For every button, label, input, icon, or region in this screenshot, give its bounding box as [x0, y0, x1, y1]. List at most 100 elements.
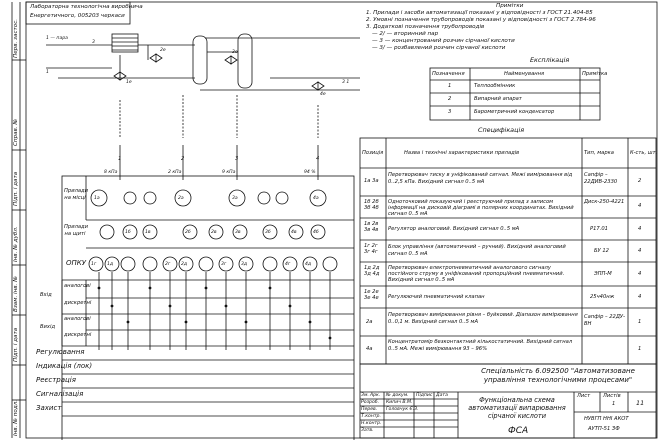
explication-r1c0: 2	[448, 96, 452, 102]
spec-r3-pos: 1г 2г 3г 4г	[364, 243, 378, 255]
spec-r5-type: 25ч40нж	[590, 294, 615, 300]
explication-title: Експлікація	[530, 56, 570, 64]
spec-r5-qty: 4	[638, 294, 642, 300]
tb-name-0: Кипич В.М.	[386, 400, 413, 405]
title-sheet-value: 1	[612, 401, 616, 407]
side-stamp-4: Взам. інв. №	[13, 276, 19, 312]
note-1: 1. Прилади і засоби автоматизації показа…	[366, 10, 593, 16]
note-3: 3. Додаткові позначення трубопроводів	[366, 24, 485, 30]
loop-value-1: 8 кПа	[104, 170, 118, 175]
opku-4g: 4г	[285, 262, 291, 267]
spec-r6-type: Сапфір – 22ДУ-ВН	[584, 314, 625, 327]
spec-h3: К-сть, шт.	[630, 150, 658, 156]
spec-r1-type: Диск-250-4221	[584, 199, 625, 205]
side-stamp-0: Перв. застос.	[13, 18, 19, 58]
side-stamp-2: Підп. і дата	[13, 171, 19, 206]
explication-r1c1: Випарний апарат	[474, 96, 522, 102]
title-sheet-label: Лист	[577, 393, 591, 399]
notes-title: Примітки	[496, 3, 524, 9]
row-signaling: Сигналізація	[36, 390, 84, 398]
tag-2e: 2е	[160, 48, 166, 53]
flow-label-in-low: 1	[46, 70, 49, 75]
level-input: Вхід	[40, 292, 52, 298]
field-1a: 1а	[94, 196, 100, 201]
panel-2b: 2б	[185, 230, 191, 235]
tag-3e: 3е	[232, 50, 238, 55]
opku-1d: 1д	[107, 262, 114, 267]
flow-label-in-mid: 3	[92, 40, 95, 45]
explication-r2c1: Барометричний конденсатор	[474, 109, 555, 115]
spec-r3-desc: Блок управління (автоматичний – ручний).…	[388, 244, 566, 257]
explication-r2c0: 3	[448, 109, 452, 115]
note-5: — 3 — концентрований розчин сірчаної кис…	[372, 38, 515, 44]
spec-r0-qty: 2	[638, 178, 642, 184]
title-sheets-value: 11	[636, 399, 645, 407]
field-4a: 4а	[313, 196, 319, 201]
specification-title: Специфікація	[478, 126, 525, 134]
panel-4b: 4б	[313, 230, 319, 235]
spec-r6-pos: 2а	[366, 319, 373, 325]
row-registration: Реєстрація	[36, 376, 76, 384]
side-stamp-6: Інв. № подл.	[13, 399, 19, 436]
explication-r0c0: 1	[448, 83, 452, 89]
tb-col-2: № докум.	[386, 393, 409, 398]
tb-role-4: Затв.	[361, 428, 374, 433]
panel-3c: 3в	[235, 230, 241, 235]
note-6: — 3/ — розбавлений розчин сірчаної кисло…	[372, 45, 506, 51]
spec-r5-pos: 1е 2е 3е 4е	[364, 289, 379, 301]
tb-role-0: Розроб.	[361, 400, 380, 405]
tb-col-4: Дата	[436, 393, 448, 398]
loop-value-2: 2 кПа	[168, 170, 182, 175]
spec-h1: Назва і технічні характеристики приладів	[404, 150, 520, 156]
spec-r6-desc: Перетворювач вимірювання рівня – буйкови…	[388, 312, 578, 325]
opku-3d: 3д	[241, 262, 248, 267]
side-stamp-3: Інв. № дубл.	[13, 226, 19, 262]
explication-h2: Примітка	[582, 71, 608, 77]
condenser	[237, 33, 253, 89]
spec-r7-qty: 1	[638, 346, 642, 352]
spec-r1-qty: 4	[638, 203, 642, 209]
loop-1: 1	[118, 156, 122, 162]
level-field: Прилади на місці	[64, 188, 89, 201]
opku-4d: 4д	[305, 262, 312, 267]
title-sheets-label: Листів	[603, 393, 621, 399]
loop-4: 4	[316, 156, 320, 162]
spec-r0-desc: Перетворювач тиску в уніфікований сигнал…	[388, 172, 573, 185]
spec-r7-pos: 4а	[366, 346, 373, 352]
explication-h0: Позначення	[432, 71, 465, 77]
spec-r4-qty: 4	[638, 271, 642, 277]
tag-1e: 1е	[126, 80, 132, 85]
row-protection: Захист	[36, 404, 62, 412]
title-block	[359, 363, 657, 439]
spec-r0-pos: 1а 3а	[364, 178, 379, 184]
side-stamp-1: Справ. №	[13, 118, 19, 146]
panel-1b: 1б	[125, 230, 131, 235]
flow-label-in-top: 1 — пара	[46, 36, 68, 41]
spec-r0-type: Сапфір – 22ДИВ-2330	[584, 172, 618, 185]
tb-col-1: Арк.	[370, 393, 381, 398]
signal-row-2: аналогові	[64, 316, 91, 322]
evaporator	[192, 35, 208, 85]
tb-col-0: Зм.	[361, 393, 369, 398]
opku-3g: 3г	[221, 262, 227, 267]
spec-r4-pos: 1д 2д 3д 4д	[364, 265, 380, 277]
title-doc: Функціональна схема автоматизації випарю…	[468, 396, 566, 420]
spec-r5-desc: Регулюючий пневматичний клапан	[388, 294, 485, 300]
panel-2c: 2в	[211, 230, 217, 235]
sheet-frame	[25, 1, 658, 439]
spec-h0: Позиція	[362, 150, 384, 156]
note-4: — 2/ — вторинний пар	[372, 31, 439, 37]
spec-r3-type: БУ 12	[594, 248, 609, 254]
heat-exchanger	[111, 33, 139, 53]
tb-name-1: Головчук Є.З.	[386, 407, 419, 412]
note-2: 2. Умовні позначення трубопроводів показ…	[366, 17, 596, 23]
explication-h1: Найменування	[504, 71, 545, 77]
spec-r2-desc: Регулятор аналоговий. Вихідний сигнал 0.…	[388, 226, 520, 232]
side-stamp-5: Підп. і дата	[13, 327, 19, 362]
field-2a: 2а	[178, 196, 184, 201]
opku-1g: 1г	[91, 262, 97, 267]
spec-r2-type: Р17.01	[590, 226, 608, 232]
spec-r1-desc: Одноточковий показуючий і реєструючий пр…	[388, 199, 574, 217]
